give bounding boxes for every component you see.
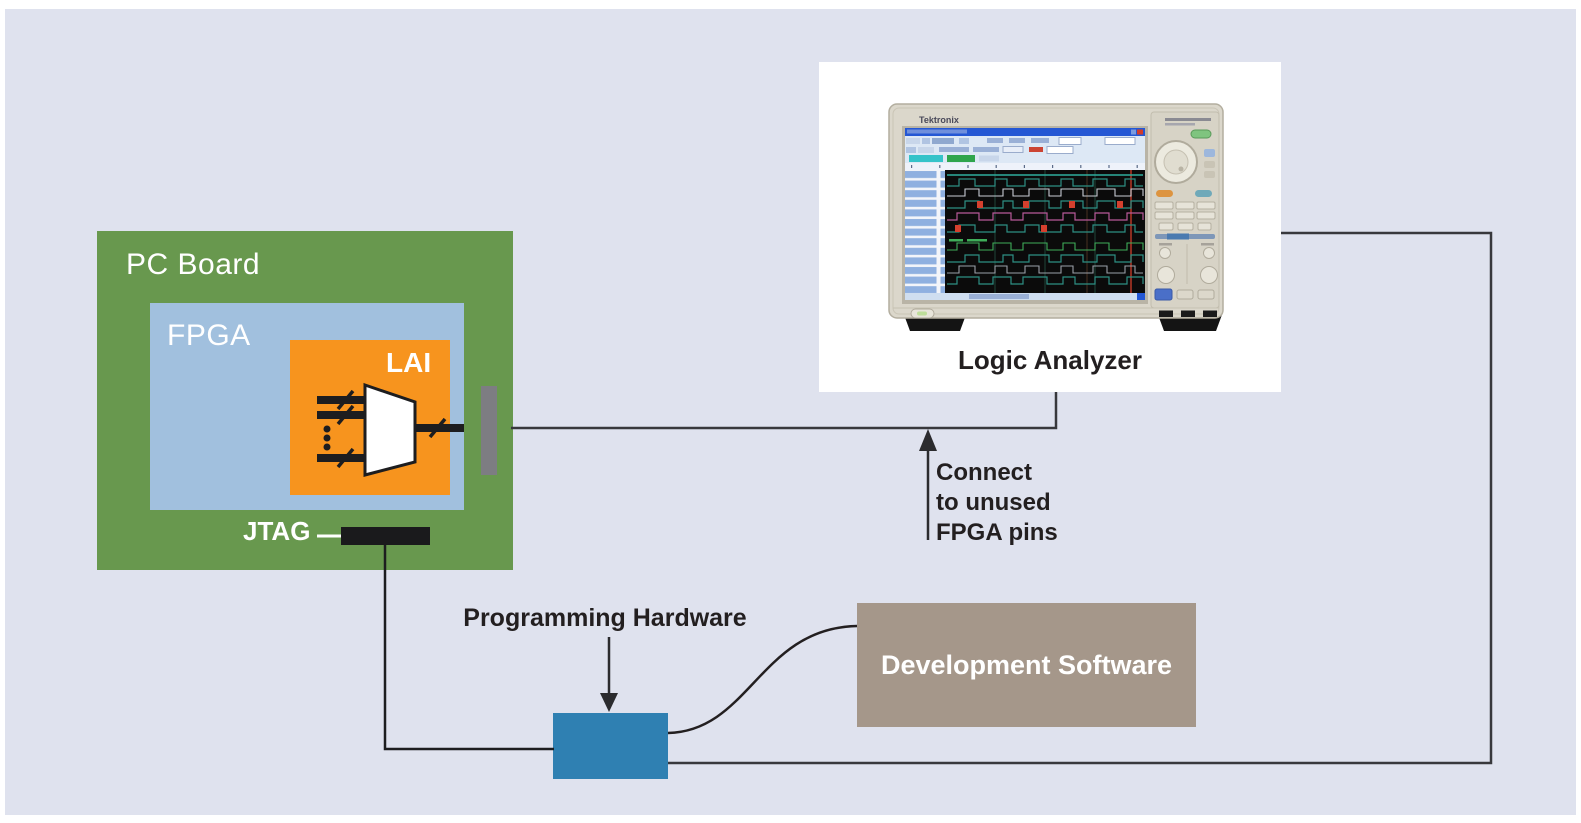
lai-label: LAI <box>386 347 432 378</box>
connect-note-line-2: to unused <box>936 489 1051 516</box>
programming-hardware-box <box>553 713 668 779</box>
logic-analyzer-card: Tektronix <box>819 62 1281 392</box>
control-panel <box>1150 111 1220 309</box>
logic-analyzer-illustration: Tektronix <box>888 103 1224 331</box>
connect-note: Connect to unused FPGA pins <box>936 458 1058 548</box>
connect-note-line-1: Connect <box>936 459 1032 486</box>
pc-board-label: PC Board <box>126 248 261 281</box>
jtag-label: JTAG <box>243 516 311 546</box>
connect-note-line-3: FPGA pins <box>936 519 1058 546</box>
jtag-connector <box>341 527 430 545</box>
development-software-box: Development Software <box>857 603 1196 727</box>
logic-analyzer-caption: Logic Analyzer <box>958 345 1142 375</box>
programming-hardware-label: Programming Hardware <box>463 604 747 632</box>
brand-logo: Tektronix <box>919 115 959 125</box>
fpga-pins-connector <box>481 386 497 475</box>
fpga-label: FPGA <box>167 319 251 352</box>
development-software-label: Development Software <box>880 649 1173 680</box>
